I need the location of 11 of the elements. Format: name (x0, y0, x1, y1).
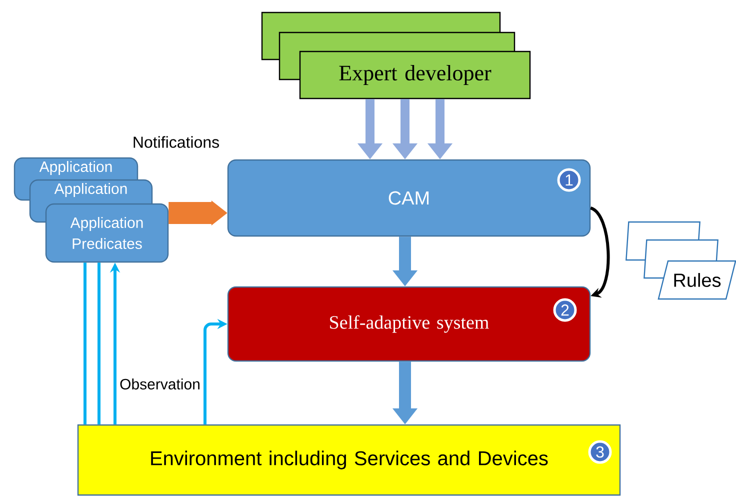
number-badge: 3 (588, 440, 612, 464)
number-badge: 1 (557, 168, 581, 192)
connector-line (84, 262, 86, 424)
edge-label: Notifications (131, 135, 221, 149)
process-box: Expert developer (299, 50, 531, 100)
annotation-text: Observation (120, 378, 200, 390)
node-label: Rules (674, 273, 721, 287)
process-box: Application Predicates (45, 203, 169, 263)
connector-line (98, 262, 100, 424)
number-badge: 2 (553, 298, 577, 322)
curved-arrow (590, 206, 610, 298)
